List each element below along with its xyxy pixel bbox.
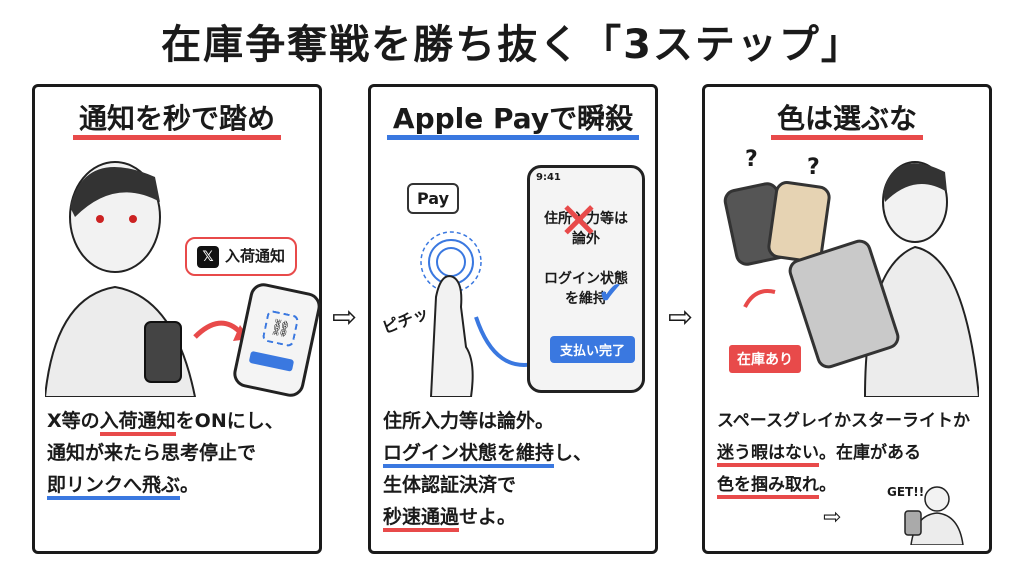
text-line: ログイン状態を維持し、 <box>383 437 649 469</box>
text-line: 迷う暇はない。在庫がある <box>717 437 983 469</box>
panel-2-illustration: Pay ピチッ 9:41 住所入力等は 論外 ✕ ログイン状態 を維持 ✔ 支払… <box>380 147 645 397</box>
link-icon: ⛓ <box>261 309 300 348</box>
panel-2-heading: Apple Payで瞬殺 <box>371 97 655 140</box>
text-line: 住所入力等は論外。 <box>383 410 555 432</box>
text-line: 生体認証決済で <box>383 474 517 496</box>
step-panel-2: Apple Payで瞬殺 Pay ピチッ 9:41 住所入力等は 論外 ✕ ログ… <box>368 84 658 554</box>
screen-text: ログイン状態 <box>544 271 628 287</box>
panel-3-illustration: ? ? 在庫あり <box>715 147 979 397</box>
mini-man-with-tablet-illustration <box>904 486 964 545</box>
panel-1-heading: 通知を秒で踏め <box>35 97 319 140</box>
text-line: X等の入荷通知をONにし、 <box>47 405 313 437</box>
text-line: 通知が来たら思考停止で <box>47 442 257 464</box>
question-mark-icon: ? <box>807 155 820 180</box>
text-line: 即リンクへ飛ぶ。 <box>47 469 313 501</box>
panel-2-text: 住所入力等は論外。 ログイン状態を維持し、 生体認証決済で 秒速通過せよ。 <box>383 405 649 533</box>
check-mark-icon: ✔ <box>598 276 624 311</box>
arrow-icon: ⇨ <box>823 505 842 530</box>
panel-3-heading: 色は選ぶな <box>705 97 989 140</box>
step-arrow-icon: ⇨ <box>332 300 358 335</box>
apple-pay-badge: Pay <box>407 183 460 214</box>
in-stock-tag: 在庫あり <box>729 345 801 373</box>
text-line: 秒速通過せよ。 <box>383 501 649 533</box>
phone-checkout: 9:41 住所入力等は 論外 ✕ ログイン状態 を維持 ✔ 支払い完了 <box>527 165 645 393</box>
step-panel-3: 色は選ぶな ? ? 在庫あり スペースグレイかスターライトか 迷う暇はない。在庫… <box>702 84 992 554</box>
cross-mark-icon: ✕ <box>558 192 600 250</box>
phone-time: 9:41 <box>536 172 561 183</box>
man-with-phone-illustration <box>43 161 250 398</box>
panel-1-text: X等の入荷通知をONにし、 通知が来たら思考停止で 即リンクへ飛ぶ。 <box>47 405 313 501</box>
text-line: スペースグレイかスターライトか <box>717 411 970 431</box>
screen-text: を維持 <box>565 291 607 307</box>
text-line: 色を掴み取れ。 <box>717 469 983 501</box>
step-arrow-icon: ⇨ <box>668 300 694 335</box>
question-mark-icon: ? <box>745 147 758 172</box>
page-title: 在庫争奪戦を勝ち抜く「3ステップ」 <box>161 22 863 68</box>
get-exclamation: GET!! <box>887 485 925 499</box>
x-logo-icon: 𝕏 <box>197 246 219 268</box>
screen-text: 住所入力等は <box>544 211 628 227</box>
link-button <box>248 350 295 372</box>
man-grabbing-tablet-illustration <box>743 161 979 397</box>
screen-text: 論外 <box>572 231 600 247</box>
payment-complete-button[interactable]: 支払い完了 <box>550 336 636 363</box>
panel-3-text: スペースグレイかスターライトか 迷う暇はない。在庫がある 色を掴み取れ。 <box>717 405 983 501</box>
